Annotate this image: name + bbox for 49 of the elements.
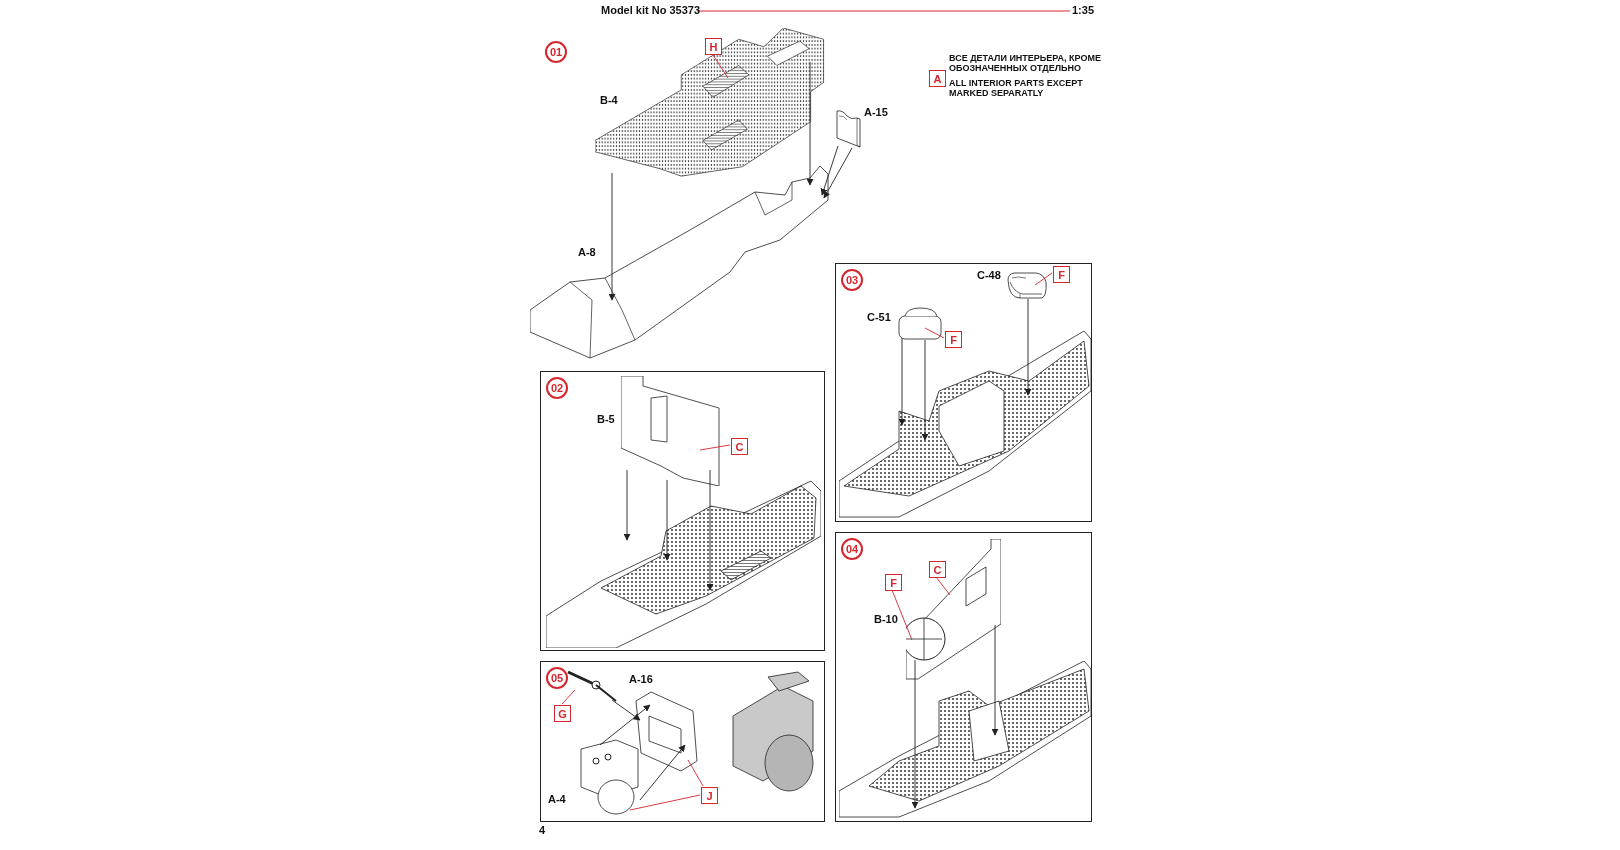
side-panel-drawing <box>835 110 861 148</box>
color-callout: G <box>554 705 571 722</box>
leader-line <box>935 576 951 596</box>
color-callout: F <box>885 574 902 591</box>
part-number: B-4 <box>600 94 618 106</box>
part-number: A-16 <box>629 673 653 685</box>
color-callout: F <box>945 331 962 348</box>
scale-text: 1:35 <box>1072 4 1095 16</box>
step-panel <box>835 532 1092 822</box>
leader-line <box>1034 272 1053 286</box>
seat-cushion-drawing <box>897 307 943 341</box>
leader-line <box>891 589 913 641</box>
step-number: 04 <box>841 538 863 560</box>
part-number: B-5 <box>597 413 615 425</box>
step-number: 02 <box>546 377 568 399</box>
seat-cushion-drawing <box>1006 272 1048 300</box>
note-text: ALL INTERIOR PARTS EXCEPT MARKED SEPARATLY <box>949 78 1084 98</box>
part-number: B-10 <box>874 613 898 625</box>
part-number: A-15 <box>864 106 888 118</box>
step-panel <box>835 263 1092 522</box>
dashboard-panel-drawing <box>906 539 1001 681</box>
page-number: 4 <box>539 824 546 836</box>
step-panel <box>540 371 825 651</box>
color-callout: C <box>731 438 748 455</box>
bulkhead-drawing <box>621 376 721 486</box>
step-number: 05 <box>546 667 568 689</box>
step-number: 03 <box>841 269 863 291</box>
step-number: 01 <box>545 41 567 63</box>
leader-line <box>687 759 704 787</box>
leader-line <box>712 54 729 79</box>
note-text: ВСЕ ДЕТАЛИ ИНТЕРЬЕРА, КРОМЕ ОБОЗНАЧЕННЫХ ОТДЕЛЬНО <box>949 53 1102 73</box>
leader-line <box>561 689 576 705</box>
header-text: Model kit No 35373 <box>601 4 701 16</box>
color-callout: A <box>929 70 946 87</box>
color-callout: H <box>705 38 722 55</box>
color-callout: C <box>929 561 946 578</box>
leader-line <box>699 444 731 451</box>
leader-line <box>924 327 945 339</box>
leader-line <box>629 794 701 811</box>
part-number: A-4 <box>548 793 566 805</box>
floor-plate-drawing <box>595 28 825 178</box>
color-callout: J <box>701 787 718 804</box>
hull-assembly-drawing <box>839 331 1091 519</box>
hull-assembly-drawing <box>839 661 1091 819</box>
color-callout: F <box>1053 266 1070 283</box>
part-number: C-51 <box>867 311 891 323</box>
part-number: A-8 <box>578 246 596 258</box>
part-number: C-48 <box>977 269 1001 281</box>
step-panel <box>540 661 825 822</box>
